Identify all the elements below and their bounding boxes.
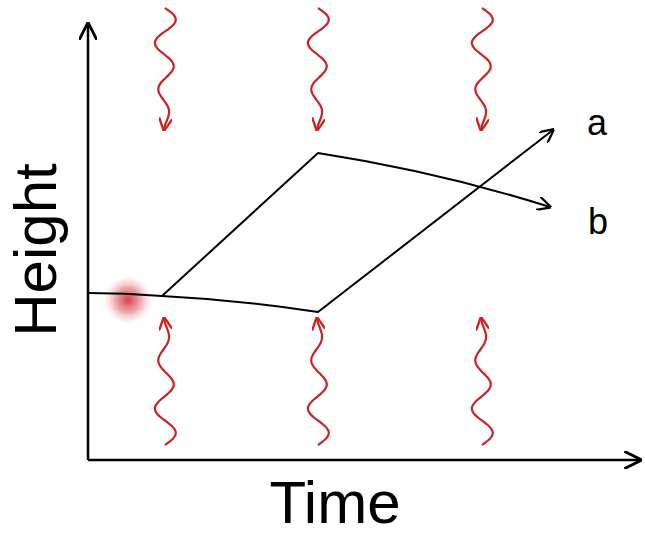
lower-arm [162,130,553,312]
laser-pulse [155,318,176,445]
laser-pulse [308,318,329,445]
axis-label: Height [6,163,66,336]
atom-cloud [104,276,152,324]
upper-arm [162,153,550,296]
height-axis [87,24,90,460]
path-label: a [587,105,607,141]
axis-label: Time [269,473,400,533]
laser-pulse [472,318,493,445]
laser-pulse [155,8,176,130]
time-axis [88,459,640,462]
initial-path [88,293,162,296]
laser-pulse [472,8,493,130]
path-label: b [588,204,608,240]
laser-pulse [308,8,329,130]
